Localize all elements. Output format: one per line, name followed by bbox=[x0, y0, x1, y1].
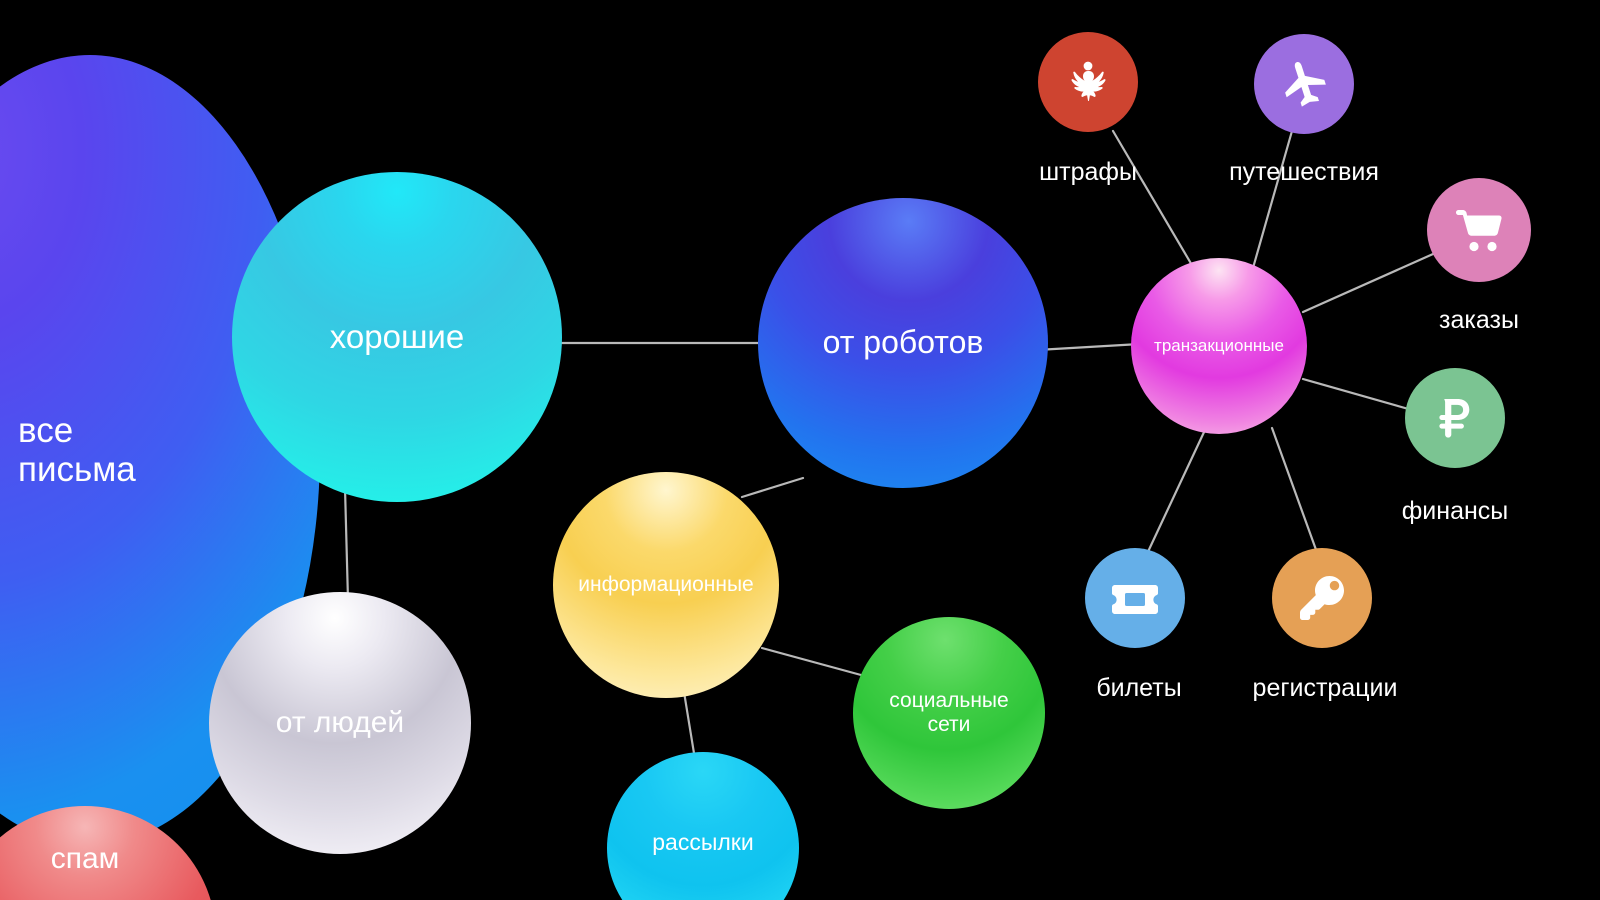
ruble-icon bbox=[1430, 393, 1480, 443]
edge-trans-registrations bbox=[1270, 426, 1321, 560]
node-tickets[interactable] bbox=[1085, 548, 1185, 648]
edge-trans-orders bbox=[1301, 248, 1444, 314]
node-from-robots[interactable]: от роботов bbox=[758, 198, 1048, 488]
node-travel-caption: путешествия bbox=[1229, 158, 1379, 186]
node-newsletters-label: рассылки bbox=[652, 829, 754, 855]
node-from-people[interactable]: от людей bbox=[209, 592, 471, 854]
node-good-label: хорошие bbox=[329, 317, 465, 355]
airplane-icon bbox=[1277, 57, 1331, 111]
node-spam[interactable]: спам bbox=[0, 806, 216, 900]
node-transactional-label: транзакционные bbox=[1154, 336, 1284, 356]
node-from-robots-label: от роботов bbox=[822, 324, 984, 361]
node-newsletters[interactable]: рассылки bbox=[607, 752, 799, 900]
shopping-cart-icon bbox=[1452, 203, 1506, 257]
node-social-networks-label: социальные сети bbox=[889, 689, 1009, 736]
node-registrations[interactable] bbox=[1272, 548, 1372, 648]
edge-trans-tickets bbox=[1144, 428, 1207, 558]
node-registrations-caption: регистрации bbox=[1252, 674, 1398, 702]
node-all-mail-label: все письма bbox=[18, 410, 136, 489]
node-finance[interactable] bbox=[1405, 368, 1505, 468]
node-orders-caption: заказы bbox=[1439, 306, 1519, 334]
node-from-people-label: от людей bbox=[275, 706, 405, 740]
key-icon bbox=[1296, 572, 1348, 624]
node-transactional[interactable]: транзакционные bbox=[1131, 258, 1307, 434]
edge-info-social bbox=[760, 646, 874, 680]
node-informational-label: информационные bbox=[578, 573, 754, 597]
node-spam-label: спам bbox=[50, 842, 120, 875]
node-tickets-caption: билеты bbox=[1096, 674, 1182, 702]
edge-trans-travel bbox=[1251, 129, 1294, 270]
edge-good-people bbox=[343, 486, 350, 602]
node-orders[interactable] bbox=[1427, 178, 1531, 282]
edge-trans-fines bbox=[1111, 129, 1198, 274]
eagle-emblem-icon bbox=[1062, 56, 1114, 108]
node-good[interactable]: хорошие bbox=[232, 172, 562, 502]
node-social-networks[interactable]: социальные сети bbox=[853, 617, 1045, 809]
node-finance-caption: финансы bbox=[1401, 497, 1509, 525]
node-informational[interactable]: информационные bbox=[553, 472, 779, 698]
edge-trans-finance bbox=[1301, 377, 1414, 412]
edge-robots-info bbox=[740, 476, 805, 499]
node-fines[interactable] bbox=[1038, 32, 1138, 132]
ticket-icon bbox=[1108, 571, 1162, 625]
edge-robots-trans bbox=[1035, 342, 1142, 352]
node-fines-caption: штрафы bbox=[1039, 158, 1137, 186]
node-travel[interactable] bbox=[1254, 34, 1354, 134]
